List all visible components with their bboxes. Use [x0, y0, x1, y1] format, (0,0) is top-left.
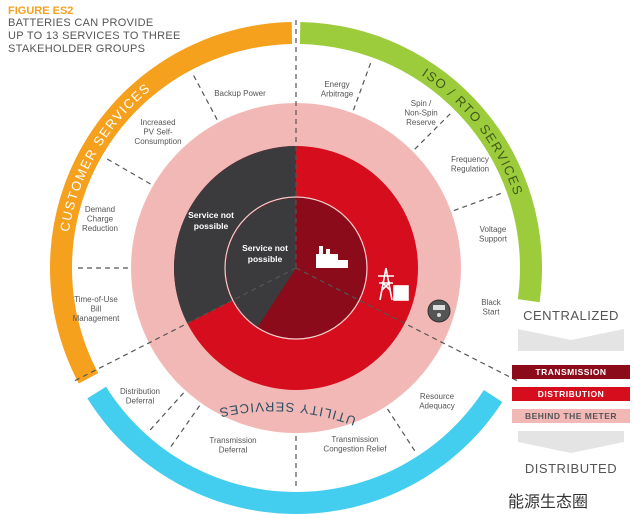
legend-distributed: DISTRIBUTED [524, 461, 618, 476]
legend-distribution: DISTRIBUTION [512, 387, 630, 401]
divider-line [72, 267, 297, 383]
transmission-tower-icon [378, 267, 409, 301]
arrow-down-icon [518, 431, 624, 453]
divider-line [386, 408, 416, 452]
iso-rto-services-label: ISO / RTO SERVICES [420, 65, 527, 198]
legend: CENTRALIZED TRANSMISSION DISTRIBUTION BE… [510, 308, 632, 476]
figure-header: FIGURE ES2 BATTERIES CAN PROVIDE UP TO 1… [8, 5, 181, 56]
divider-line [295, 267, 520, 383]
title-line: STAKEHOLDER GROUPS [8, 43, 146, 55]
divider-line [170, 405, 201, 447]
divider-line [149, 392, 185, 431]
service-label-backup-power: Backup Power [214, 89, 266, 98]
divider-line [453, 192, 502, 212]
figure-number: FIGURE ES2 [8, 5, 74, 17]
meter-icon [427, 299, 451, 323]
utility-services-ring [87, 386, 503, 514]
legend-transmission: TRANSMISSION [512, 365, 630, 379]
service-dividers [72, 18, 520, 486]
divider-line [106, 158, 151, 185]
legend-behind-the-meter: BEHIND THE METER [512, 409, 630, 423]
title-line: BATTERIES CAN PROVIDE [8, 17, 154, 29]
divider-line [352, 62, 372, 111]
title-line: UP TO 13 SERVICES TO THREE [8, 30, 181, 42]
legend-centralized: CENTRALIZED [523, 308, 619, 323]
arrow-down-icon [518, 329, 624, 351]
customer-services-ring [49, 22, 293, 384]
power-plant-icon [316, 246, 348, 268]
watermark: 能源生态圈 [508, 494, 589, 511]
iso-rto-services-ring [299, 22, 542, 303]
